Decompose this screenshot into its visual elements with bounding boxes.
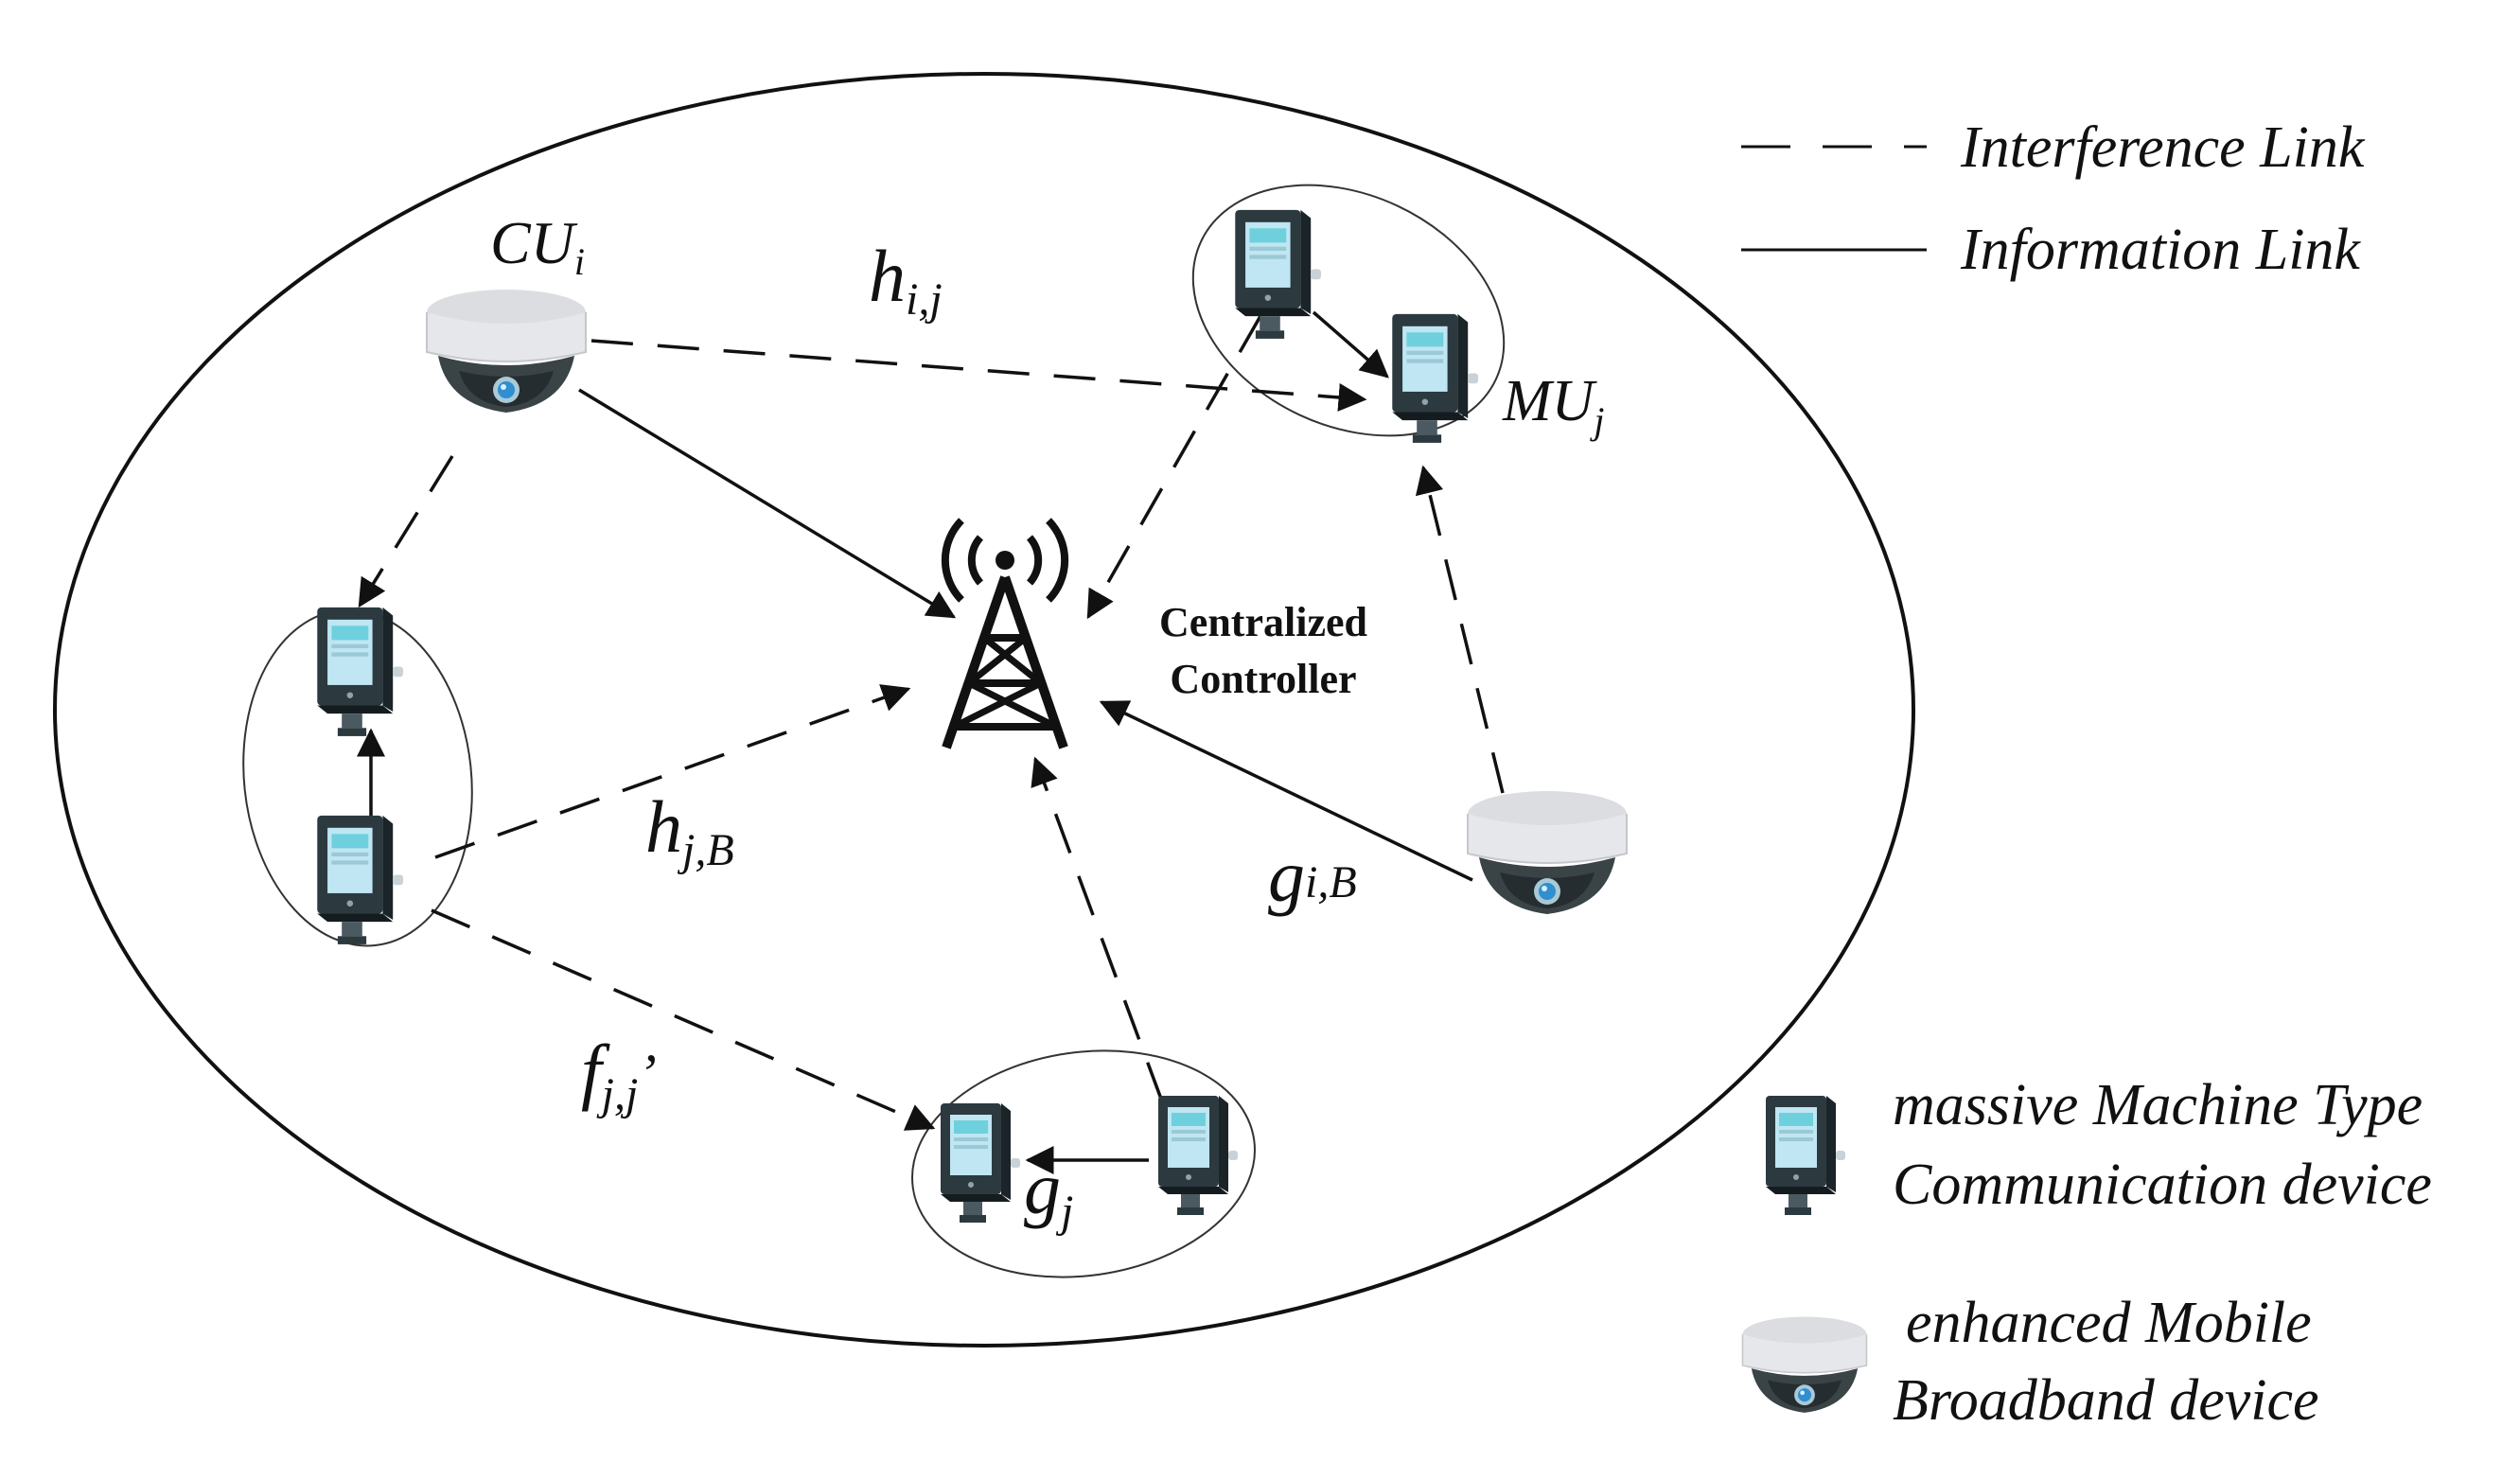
embb-right-device (1467, 790, 1628, 915)
mmtc-bottom-left-device (941, 1103, 1020, 1223)
label-h-jB: hj,B (645, 785, 734, 875)
legend: Interference Link Information Link massi… (1741, 115, 2432, 1433)
label-h-ij: hi,j (869, 235, 943, 325)
legend-mmtc-label-line2: Communication device (1893, 1153, 2432, 1217)
link-embb-to-tower-solid (1099, 700, 1473, 882)
link-cu-to-tower-solid (578, 388, 957, 619)
label-mu-j: MUj (1502, 369, 1605, 442)
label-cu-i: CUi (490, 209, 585, 283)
cell-boundary (53, 72, 1915, 1348)
mmtc-mu-top-device (1235, 209, 1321, 339)
link-cu-to-left-dashed (358, 455, 454, 608)
mmtc-mu-device (1392, 313, 1478, 443)
link-cu-to-mu-dashed (590, 339, 1367, 412)
link-embb-to-mu-dashed (1415, 465, 1505, 794)
mu-group-ellipse (1191, 184, 1506, 437)
controller-label-line2: Controller (1170, 656, 1356, 702)
mmtc-left-top-device (317, 607, 403, 736)
bottom-group-ellipse (911, 1049, 1256, 1278)
legend-embb-label-line1: enhanced Mobile (1906, 1291, 2312, 1355)
legend-information-label: Information Link (1960, 218, 2361, 282)
link-left-bottom-to-tower-dashed (434, 684, 911, 859)
legend-mmtc-label-line1: massive Machine Type (1893, 1073, 2423, 1137)
link-left-to-bottom-dashed (431, 908, 936, 1131)
embb-cu-device (426, 289, 587, 414)
mmtc-bottom-right-device (1158, 1096, 1238, 1215)
link-mu-top-to-tower-dashed (1086, 315, 1262, 620)
legend-embb-label-line2: Broadband device (1893, 1368, 2319, 1433)
legend-mmtc-icon (1766, 1096, 1845, 1215)
link-bottom-to-tower-dashed (1031, 756, 1164, 1102)
label-g-j: gj (1024, 1147, 1073, 1237)
label-g-iB: gi,B (1268, 835, 1357, 917)
mmtc-left-bottom-device (317, 815, 403, 944)
link-mu-top-to-mu-solid (1312, 310, 1389, 379)
legend-interference-label: Interference Link (1960, 115, 2366, 180)
label-f-jj-prime: fj,j’ (581, 1030, 657, 1119)
controller-label-line1: Centralized (1159, 599, 1367, 645)
cell-tower-icon (945, 520, 1065, 748)
legend-embb-icon (1741, 1315, 1868, 1414)
